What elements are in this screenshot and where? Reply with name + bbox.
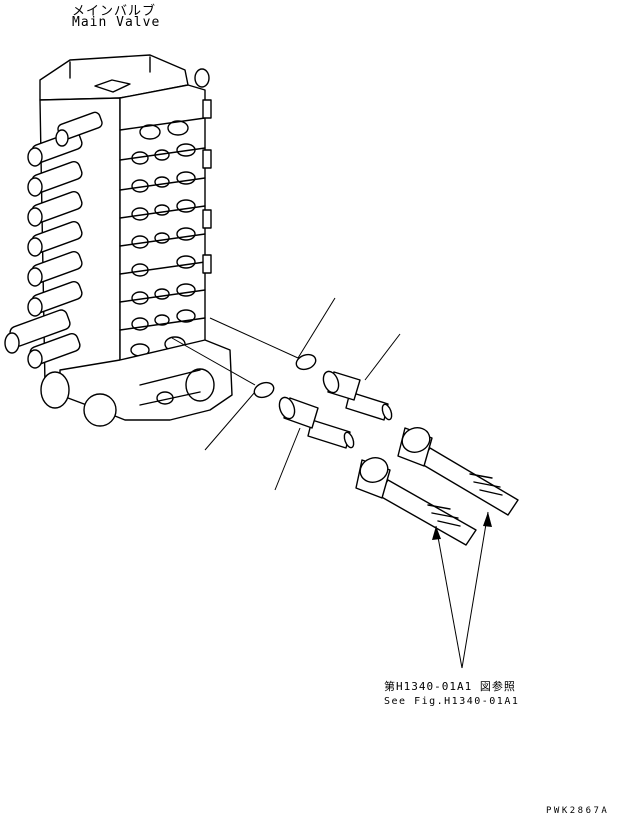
reference-arrows <box>432 511 492 669</box>
o-ring-upper <box>295 353 317 371</box>
figure-reference-jp: 第H1340-01A1 図参照 <box>384 680 516 693</box>
main-valve-label-jp: メインバルブ <box>72 4 157 19</box>
o-ring-lower <box>253 381 275 399</box>
bolt-upper <box>397 427 519 516</box>
adapter-fitting-lower <box>278 396 355 449</box>
bolt-lower <box>355 457 477 546</box>
main-valve-assembly <box>4 54 233 427</box>
adapter-fitting-upper <box>322 370 393 421</box>
main-valve-label-en: Main Valve <box>72 15 161 30</box>
leader-lines <box>171 297 401 491</box>
drawing-code: PWK2867A <box>546 806 610 816</box>
figure-reference-en: See Fig.H1340-01A1 <box>384 696 520 707</box>
